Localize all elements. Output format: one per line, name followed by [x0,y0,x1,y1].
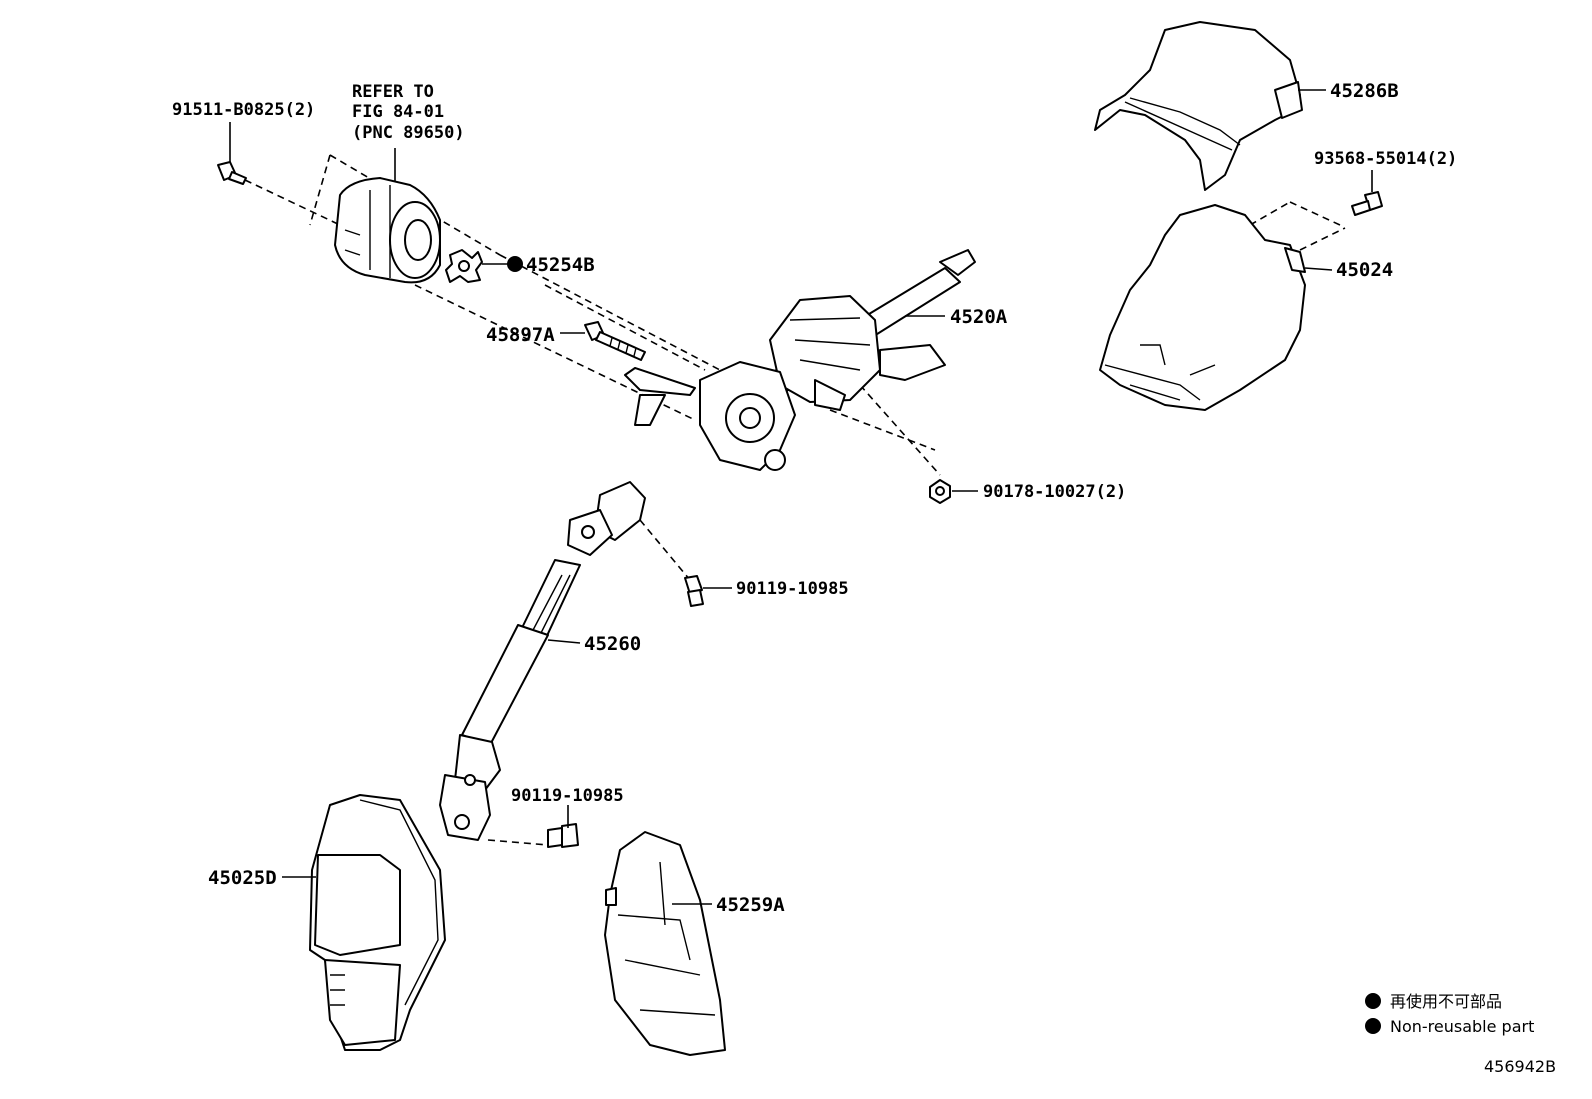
refer-note-line2: FIG 84-01 [352,102,444,122]
non-reusable-marker-45254B [507,256,523,272]
callout-91511: 91511-B0825(2) [172,100,315,120]
cover-45286B [1094,21,1303,191]
coupling-45254B [445,249,483,283]
cover-45025D [309,794,446,1051]
bolt-90119-bottom [547,823,579,848]
callout-45260: 45260 [584,633,641,655]
refer-note-line3: (PNC 89650) [352,123,465,143]
screw-93568 [1351,191,1383,216]
cover-45259A [604,831,726,1056]
legend-marker-jp [1365,993,1381,1009]
bolt-91511 [217,161,247,185]
steering-column-4520A [624,249,976,471]
intermediate-shaft-45260 [439,481,646,841]
callout-4520A: 4520A [950,306,1008,328]
refer-note-line1: REFER TO [352,82,434,102]
legend: 再使用不可部品 Non-reusable part [1365,992,1534,1036]
callout-93568: 93568-55014(2) [1314,149,1457,169]
callout-45025D: 45025D [208,867,277,889]
callout-90119-top: 90119-10985 [736,579,849,599]
leader-lines [229,89,1373,905]
callout-45259A: 45259A [716,894,785,916]
callout-45897A: 45897A [486,324,555,346]
callout-90119-bottom: 90119-10985 [511,786,624,806]
cover-45024 [1099,204,1306,411]
callout-45024: 45024 [1336,259,1393,281]
bolt-90119-top [684,575,704,607]
callout-90178: 90178-10027(2) [983,482,1126,502]
legend-text-en: Non-reusable part [1390,1017,1534,1036]
legend-marker-en [1365,1018,1381,1034]
bolt-45897A [584,321,646,361]
callout-45286B: 45286B [1330,80,1399,102]
callout-45254B: 45254B [526,254,595,276]
nut-90178 [929,479,951,504]
legend-text-jp: 再使用不可部品 [1390,992,1502,1011]
eps-motor-assembly [334,177,441,284]
figure-code: 456942B [1484,1057,1556,1076]
